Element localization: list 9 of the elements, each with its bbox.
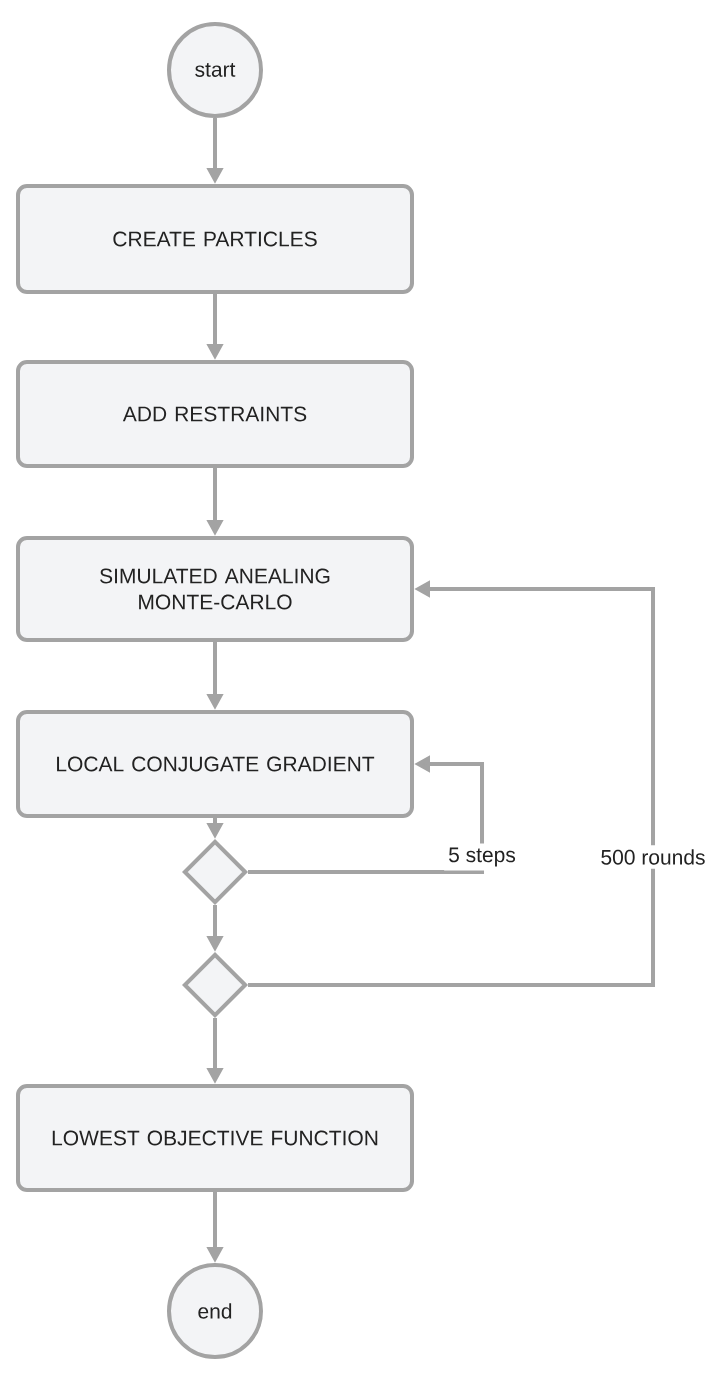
process-box: SIMULATED ANEALING MONTE-CARLO	[16, 536, 414, 642]
process-box: LOCAL CONJUGATE GRADIENT	[16, 710, 414, 818]
edge-label: 500 rounds	[596, 845, 710, 869]
process-box: LOWEST OBJECTIVE FUNCTION	[16, 1084, 414, 1192]
process-box: CREATE PARTICLES	[16, 184, 414, 294]
decision-diamond	[182, 839, 248, 905]
decision-diamond	[182, 952, 248, 1018]
edge-label: 5 steps	[444, 843, 520, 871]
process-box: ADD RESTRAINTS	[16, 360, 414, 468]
